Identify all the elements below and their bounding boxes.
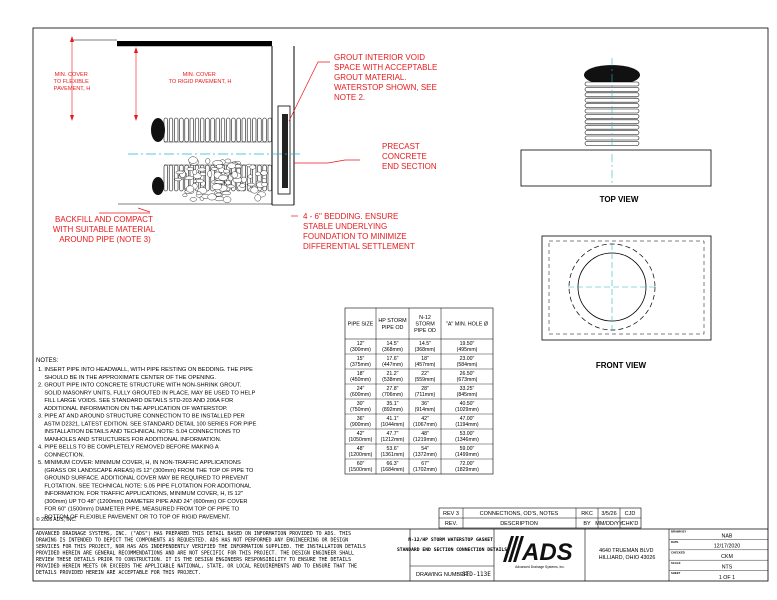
- disclaimer: ADVANCED DRAINAGE SYSTEMS, INC. ("ADS") …: [36, 531, 366, 576]
- table-cell: 33.25"(845mm): [457, 386, 478, 398]
- rev3-rev: REV 3: [443, 511, 459, 517]
- svg-text:ADS: ADS: [521, 539, 573, 566]
- copyright: © 2026 ADS, INC.: [36, 516, 76, 523]
- callout-backfill: BACKFILL AND COMPACT WITH SUITABLE MATER…: [53, 215, 157, 244]
- table-cell: 42"(1050mm): [349, 431, 373, 443]
- drawing-title: N-12/HP STORM WATERSTOP GASKET STANDARD …: [397, 537, 507, 553]
- table-cell: 26.50"(673mm): [457, 371, 478, 383]
- table-cell: 15"(375mm): [350, 356, 371, 368]
- waterstop-gasket-top: [151, 118, 165, 142]
- title-field-value: CKM: [721, 554, 733, 560]
- rigid-pavement: [117, 41, 272, 46]
- rev-header-description: DESCRIPTION: [500, 521, 538, 527]
- table-cell: 14.5"(368mm): [382, 341, 403, 353]
- table-cell: 35.1"(892mm): [382, 401, 403, 413]
- notes-body: 1. INSERT PIPE INTO HEADWALL, WITH PIPE …: [38, 367, 257, 520]
- table-cell: 41.1"(1044mm): [381, 416, 405, 428]
- waterstop-gasket-bottom: [152, 177, 164, 195]
- callout-grout-void: GROUT INTERIOR VOID SPACE WITH ACCEPTABL…: [334, 53, 440, 102]
- table-cell: 18"(450mm): [350, 371, 371, 383]
- table-cell: 22"(559mm): [415, 371, 436, 383]
- table-cell: 19.50"(495mm): [457, 341, 478, 353]
- top-view-label: TOP VIEW: [600, 195, 639, 204]
- table-cell: 36"(914mm): [415, 401, 436, 413]
- title-field-value: 1 OF 1: [719, 575, 735, 581]
- table-header-cell: "A" MIN. HOLE Ø: [446, 322, 489, 328]
- table-cell: 30"(750mm): [350, 401, 371, 413]
- rev3-chkd: CJD: [625, 511, 636, 517]
- table-cell: 28"(711mm): [415, 386, 436, 398]
- table-cell: 40.50"(1029mm): [455, 401, 479, 413]
- top-view: TOP VIEW: [520, 58, 712, 204]
- table-cell: 14.5"(368mm): [415, 341, 436, 353]
- table-cell: 53.6"(1361mm): [381, 446, 405, 458]
- table-cell: 21.2"(538mm): [382, 371, 403, 383]
- top-view-end-section: [520, 149, 712, 187]
- title-field-label: DATE: [671, 540, 679, 544]
- table-cell: 23.00"(584mm): [457, 356, 478, 368]
- table-cell: 47.00"(1194mm): [455, 416, 479, 428]
- title-field-value: 12/17/2020: [714, 544, 741, 550]
- table-cell: 66.3"(1684mm): [381, 461, 405, 473]
- precast-end-section: [271, 46, 295, 206]
- front-view: FRONT VIEW: [541, 235, 712, 370]
- table-cell: 72.00"(1829mm): [455, 461, 479, 473]
- label-min-cover-rigid: MIN. COVER TO RIGID PAVEMENT, H: [169, 72, 232, 85]
- table-cell: 54"(1372mm): [413, 446, 437, 458]
- front-view-label: FRONT VIEW: [596, 361, 647, 370]
- drawing-number: STD-113E: [462, 571, 491, 578]
- table-cell: 53.00"(1346mm): [455, 431, 479, 443]
- table-cell: 12"(300mm): [350, 341, 371, 353]
- sheet-border: [32, 27, 769, 582]
- notes-heading: NOTES:: [36, 358, 59, 364]
- rev-header-rev: REV.: [445, 521, 458, 527]
- table-cell: 48"(1200mm): [349, 446, 373, 458]
- drawing-number-label: DRAWING NUMBER:: [416, 572, 470, 578]
- rev3-date: 3/5/26: [601, 511, 616, 517]
- table-cell: 60"(1500mm): [349, 461, 373, 473]
- table-cell: 47.7"(1212mm): [381, 431, 405, 443]
- table-cell: 42"(1067mm): [413, 416, 437, 428]
- callout-leaders: [99, 61, 360, 217]
- table-header-cell: PIPE SIZE: [348, 322, 374, 328]
- table-cell: 17.6"(447mm): [382, 356, 403, 368]
- ads-logo: ADS Advanced Drainage Systems, Inc.: [503, 536, 573, 569]
- title-field-value: NTS: [722, 565, 733, 571]
- table-cell: 59.00"(1499mm): [455, 446, 479, 458]
- table-cell: 48"(1219mm): [413, 431, 437, 443]
- table-cell: 18"(457mm): [415, 356, 436, 368]
- gravel-bedding: [174, 156, 268, 203]
- table-cell: 36"(900mm): [350, 416, 371, 428]
- section-view: MIN. COVER TO FLEXIBLE PAVEMENT, H MIN. …: [54, 36, 300, 206]
- title-field-label: DRAWN BY: [671, 530, 686, 534]
- callout-precast-end-section: PRECAST CONCRETE END SECTION: [382, 142, 437, 171]
- rev3-by: RKC: [581, 511, 593, 517]
- company-address: 4640 TRUEMAN BLVD HILLIARD, OHIO 43026: [599, 548, 656, 561]
- callout-bedding: 4 - 6" BEDDING. ENSURE STABLE UNDERLYING…: [303, 212, 415, 251]
- table-cell: 27.8"(706mm): [382, 386, 403, 398]
- title-field-label: SHEET: [671, 571, 681, 575]
- revision-block: REV 3 CONNECTIONS, OD'S, NOTES RKC 3/5/2…: [438, 507, 642, 529]
- label-min-cover-flexible: MIN. COVER TO FLEXIBLE PAVEMENT, H: [54, 72, 91, 92]
- rev-header-by: BY: [583, 521, 591, 527]
- rev-header-chkd: CHK'D: [622, 521, 639, 527]
- rev-header-date: MM/DD/YY: [595, 521, 623, 527]
- notes: NOTES: 1. INSERT PIPE INTO HEADWALL, WIT…: [36, 358, 257, 523]
- title-strip: [33, 528, 768, 581]
- svg-text:Advanced Drainage Systems, Inc: Advanced Drainage Systems, Inc.: [515, 565, 565, 569]
- title-field-label: SCALE: [671, 561, 681, 565]
- title-field-value: NAB: [722, 533, 733, 539]
- rev3-description: CONNECTIONS, OD'S, NOTES: [480, 511, 559, 517]
- title-field-label: CHECKED: [671, 550, 685, 554]
- table-cell: 24"(600mm): [350, 386, 371, 398]
- table-cell: 67"(1702mm): [413, 461, 437, 473]
